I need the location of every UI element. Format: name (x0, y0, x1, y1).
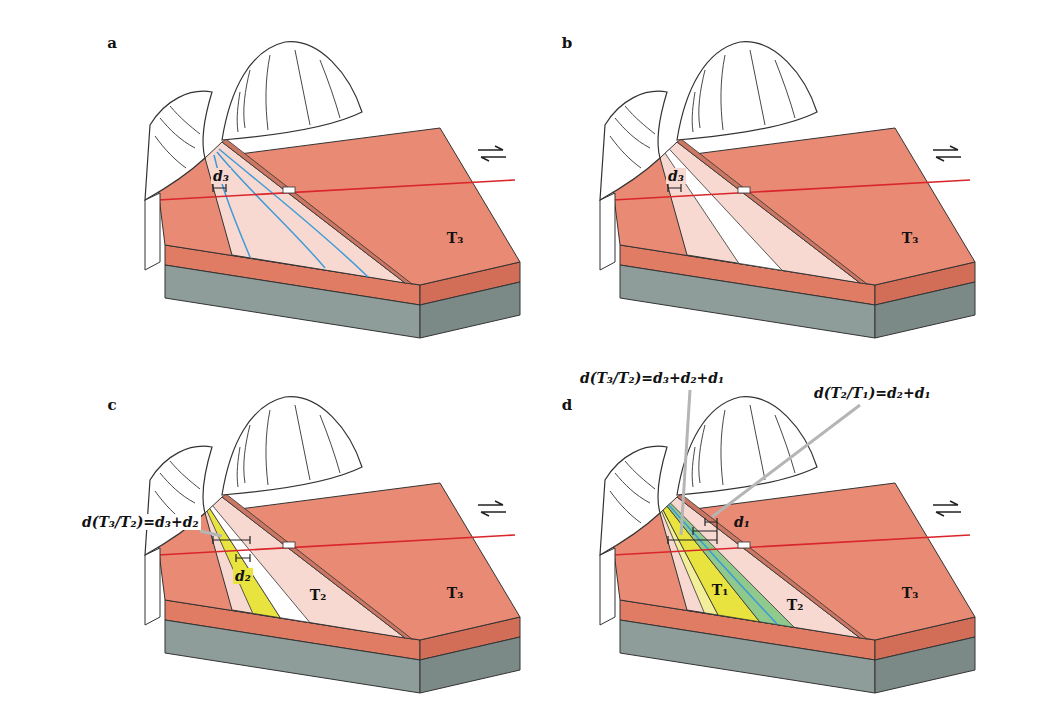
panel-d (600, 397, 975, 693)
offset-label: d₁ (732, 514, 752, 530)
panel-letter: a (105, 34, 119, 52)
panel-letter: d (560, 396, 575, 414)
terrace-strip (663, 506, 760, 622)
terrace-label: T₂ (785, 597, 806, 613)
stream-channel (214, 149, 368, 277)
leader-line (681, 390, 690, 535)
mountains (145, 397, 362, 625)
offset-formula: d(T₃/T₂)=d₃+d₂ (80, 514, 201, 530)
block-base (610, 483, 975, 693)
block-base (155, 483, 520, 693)
block-base (155, 128, 520, 338)
fault-group (158, 501, 515, 555)
offset-formula: d(T₂/T₁)=d₂+d₁ (812, 385, 933, 401)
panel-letter: c (105, 396, 118, 414)
fault-group (613, 146, 970, 200)
mountains (600, 42, 817, 270)
offset-formula: d(T₃/T₂)=d₃+d₂+d₁ (578, 370, 726, 386)
block-base (610, 128, 975, 338)
leader-line (712, 405, 860, 517)
terrace-label: T₃ (445, 585, 466, 601)
offset-bracket (213, 184, 226, 192)
offset-bracket (236, 554, 250, 562)
incised-channel (210, 506, 310, 623)
terrace-label: T₁ (710, 582, 731, 598)
offset-bracket (213, 536, 250, 544)
offset-label: d₃ (666, 168, 686, 184)
panel-letter: b (560, 34, 575, 52)
incised-channel (665, 149, 782, 270)
leader-lines (200, 390, 860, 536)
panel-c (145, 397, 520, 693)
fault-group (158, 146, 515, 200)
fault-group (613, 501, 970, 555)
panel-a (145, 42, 520, 338)
offset-bracket (668, 518, 717, 544)
mountains (600, 397, 817, 625)
panel-b (600, 42, 975, 338)
stream-channel (669, 505, 777, 624)
offset-bracket (668, 184, 681, 192)
offset-label: d₃ (211, 168, 231, 184)
floodplain-strip (667, 503, 794, 627)
terrace-label: T₃ (445, 230, 466, 246)
terrace-label: T₃ (900, 585, 921, 601)
mountains (145, 42, 362, 270)
offset-label: d₂ (233, 568, 253, 584)
leader-line (200, 531, 222, 536)
terrace-label: T₃ (900, 230, 921, 246)
terrace-label: T₂ (308, 587, 329, 603)
